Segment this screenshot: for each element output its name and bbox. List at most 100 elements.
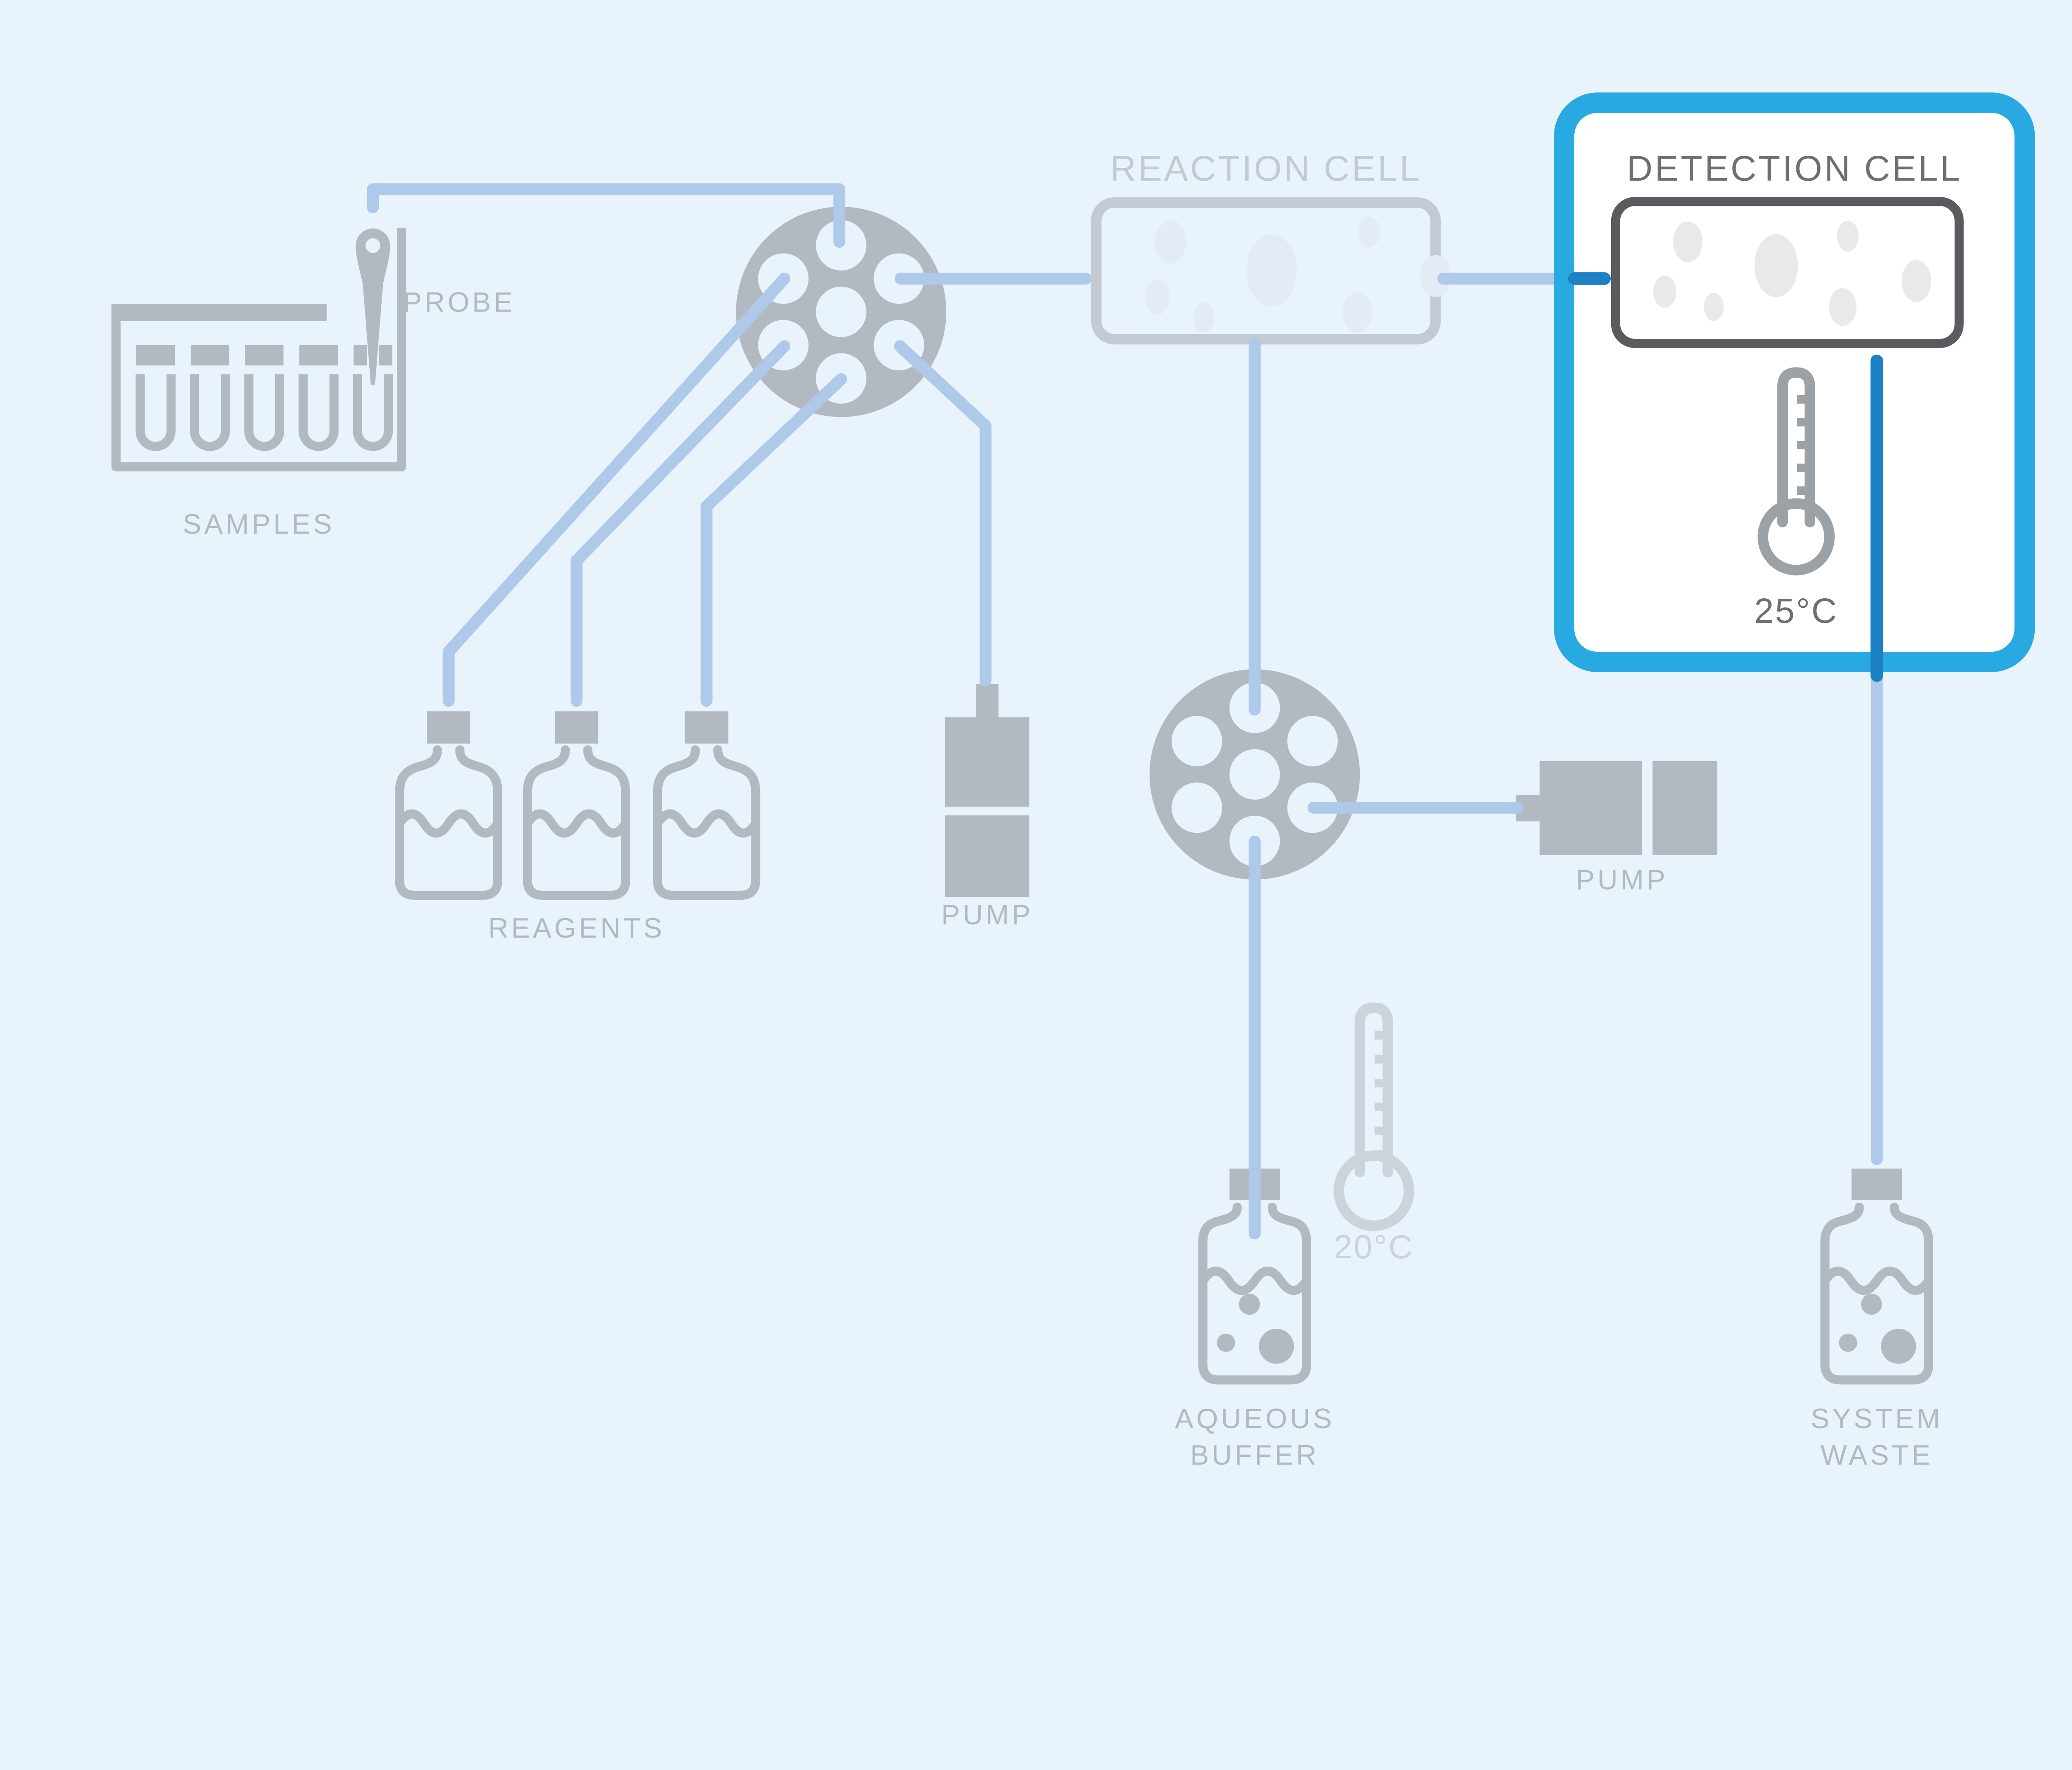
bubble-dot — [1343, 292, 1372, 333]
tube-cap — [379, 345, 392, 366]
tubing-lines — [367, 183, 1883, 1240]
test-tube — [298, 374, 339, 451]
buffer-pump: PUMP — [1515, 761, 1718, 895]
sampler: PROBE SAMPLES — [111, 227, 516, 540]
test-tube — [136, 374, 176, 451]
test-tube — [190, 374, 230, 451]
system-waste: SYSTEM WASTE — [1811, 1168, 1943, 1471]
tubing-valve-to-reagent-1 — [443, 272, 791, 707]
bubble-dot — [1145, 279, 1170, 315]
bottle-cap — [554, 711, 598, 744]
detection-thermometer-icon — [1757, 367, 1835, 575]
bubble — [1217, 1333, 1235, 1352]
flow-analysis-diagram: REACTION CELL P — [111, 92, 2035, 1471]
bottle-outline — [653, 745, 760, 900]
syringe-pump-label: PUMP — [941, 900, 1034, 931]
bubble-dot — [1358, 216, 1380, 248]
liquid-wave — [395, 809, 502, 838]
thermometer-bulb — [1757, 498, 1835, 575]
probe-needle-icon — [356, 228, 390, 385]
system-waste-label-line2: WASTE — [1820, 1440, 1933, 1471]
thermometer-stem — [1354, 1002, 1393, 1178]
liquid-wave — [1820, 1267, 1934, 1295]
valve-center-port — [816, 286, 867, 337]
tube-cap — [191, 345, 230, 366]
jar-outline — [1820, 1202, 1934, 1385]
thermometer-scale — [1797, 395, 1815, 495]
detection-temperature: 25°C — [1754, 591, 1838, 630]
tube-cap — [353, 345, 367, 366]
bubble-dot — [1704, 293, 1724, 321]
reagent-bottle — [523, 711, 630, 900]
pump-body — [1539, 761, 1642, 855]
tubing-valve-to-reagent-3 — [700, 373, 847, 707]
bubble-dot — [1901, 260, 1932, 302]
bubble — [1881, 1329, 1916, 1364]
valve-port — [1172, 716, 1222, 767]
bottle-outline — [395, 745, 502, 900]
pump-motor — [1652, 761, 1718, 855]
tube-cap — [245, 345, 284, 366]
bubble-dot — [1837, 220, 1859, 252]
syringe-pump: PUMP — [941, 684, 1034, 931]
tube-cap — [136, 345, 175, 366]
detection-cell-title: DETECTION CELL — [1627, 149, 1962, 189]
buffer-temperature: 20°C — [1334, 1228, 1414, 1266]
test-tube — [353, 374, 393, 451]
rack-top-rail — [111, 304, 327, 321]
bubble-dot — [1653, 275, 1677, 308]
tubing-valve-to-syringe-pump — [894, 340, 992, 687]
reaction-cell: REACTION CELL — [1091, 149, 1451, 345]
pump-barrel — [945, 717, 1029, 807]
bubble-dot — [1246, 234, 1297, 307]
bubble — [1239, 1294, 1260, 1315]
buffer-pump-label: PUMP — [1576, 864, 1668, 895]
aqueous-buffer-label-line1: AQUEOUS — [1175, 1403, 1335, 1434]
detection-cell-bubbles — [1653, 220, 1932, 326]
thermometer-bulb — [1334, 1150, 1414, 1231]
reaction-cell-title: REACTION CELL — [1110, 149, 1421, 189]
buffer-valve — [1150, 669, 1360, 880]
tube-cap — [299, 345, 338, 366]
sample-rack — [111, 227, 407, 472]
test-tube — [244, 374, 284, 451]
tubing-probe-to-valve — [367, 183, 845, 248]
bubble-dot — [1155, 220, 1186, 264]
reagent-bottle — [653, 711, 760, 900]
probe-label: PROBE — [403, 287, 516, 318]
liquid-wave — [523, 809, 630, 838]
liquid-wave — [1198, 1267, 1311, 1295]
bubble — [1861, 1294, 1882, 1315]
thermometer-stem — [1777, 367, 1815, 527]
bubble-dot — [1673, 221, 1703, 262]
reaction-cell-bubbles — [1145, 216, 1451, 333]
bottle-cap — [685, 711, 729, 744]
valve-port — [1172, 782, 1222, 833]
bottle-outline — [523, 745, 630, 900]
reagent-bottle — [395, 711, 502, 900]
reagents-label: REAGENTS — [488, 913, 665, 944]
detection-cell-panel: DETECTION CELL 25°C — [1554, 92, 2035, 682]
valve-center-port — [1229, 749, 1280, 800]
pump-inlet — [976, 684, 999, 719]
tubing-valve-to-reagent-2 — [570, 340, 791, 707]
buffer-thermometer-icon — [1334, 1002, 1414, 1231]
aqueous-buffer-label-line2: BUFFER — [1190, 1440, 1319, 1471]
jar-cap — [1852, 1168, 1902, 1200]
bubble-dot — [1829, 288, 1857, 326]
bottle-cap — [427, 711, 470, 744]
pump-plunger — [945, 815, 1029, 897]
reagent-bottles: REAGENTS — [395, 711, 760, 944]
bubble — [1259, 1329, 1294, 1364]
bubble-dot — [1754, 234, 1798, 297]
jar-outline — [1198, 1202, 1311, 1385]
thermometer-scale — [1374, 1031, 1393, 1159]
bubble-dot — [1420, 255, 1451, 297]
liquid-wave — [653, 809, 760, 838]
probe-needle-eye — [366, 238, 380, 253]
system-waste-label-line1: SYSTEM — [1811, 1403, 1943, 1434]
samples-label: SAMPLES — [183, 509, 335, 540]
bubble — [1839, 1333, 1857, 1352]
bubble-dot — [1193, 302, 1214, 333]
valve-port — [1287, 716, 1338, 767]
